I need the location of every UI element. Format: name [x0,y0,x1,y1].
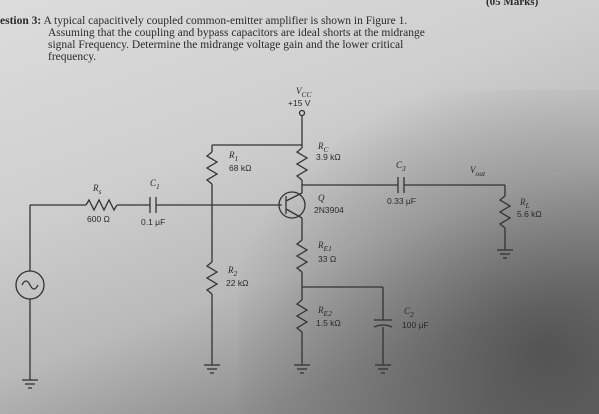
c2-name: C [404,306,411,316]
rs-sub: s [98,186,102,196]
question-line-2: Assuming that the coupling and bypass ca… [48,27,425,39]
resistor-re2 [295,299,309,333]
ground-re2 [294,364,310,374]
c1-label: C1 [150,178,160,191]
rc-label: RC [318,141,329,154]
rl-label: RL [520,197,530,210]
transistor-emitter [285,208,303,219]
vcc-sub: CC [301,89,312,99]
re2-label: RE2 [318,305,332,318]
ac-source-wave [21,280,39,290]
marks-label: (05 Marks) [486,0,539,8]
c3-value: 0.33 μF [387,196,416,206]
r1-sub: 1 [234,153,239,163]
ground-source [22,379,38,389]
vcc-name: V [296,86,302,96]
rl-value: 5.6 kΩ [517,209,542,219]
re2-name: R [318,305,324,315]
question-line-1-text: A typical capacitively coupled common-em… [43,15,408,27]
rs-name: R [93,183,99,193]
re1-name: R [318,240,324,250]
vout-name: V [470,165,476,175]
vcc-terminal [298,109,306,117]
question-line-4: frequency. [48,51,97,63]
resistor-r1 [205,151,219,185]
rl-sub: L [525,200,530,210]
rs-value: 600 Ω [87,214,110,224]
c2-value: 100 μF [402,320,429,330]
c1-name: C [150,178,157,188]
re1-value: 33 Ω [318,254,337,264]
question-line-3: signal Frequency. Determine the midrange… [48,39,404,51]
c2-sub: 2 [410,309,414,319]
c2-label: C2 [404,306,414,319]
rc-sub: C [323,144,329,154]
ground-rl [497,249,513,259]
resistor-rc [295,147,309,181]
ground-c2 [375,364,391,374]
r1-value: 68 kΩ [229,163,252,173]
resistor-rs [85,198,118,212]
resistor-r2 [205,261,219,295]
c1-sub: 1 [156,181,160,191]
question-text: estion 3: A typical capacitively coupled… [0,15,560,63]
r1-label: R1 [229,150,238,163]
q-label: Q [318,193,325,203]
r2-sub: 2 [233,268,238,278]
ground-r2 [204,364,220,374]
transistor-collector [285,192,303,202]
rc-value: 3.9 kΩ [316,152,341,162]
re1-label: RE1 [318,240,332,253]
transistor-q [278,191,306,219]
r2-name: R [228,265,234,275]
c1-value: 0.1 μF [141,217,166,227]
resistor-rl [498,195,512,229]
resistor-re1 [295,239,309,273]
capacitor-c2-plate-b [373,324,393,328]
re2-value: 1.5 kΩ [316,318,341,328]
vcc-label: VCC [296,86,312,99]
q-part: 2N3904 [314,205,344,215]
question-label: estion 3: [0,15,42,27]
rs-label: Rs [93,183,101,196]
vout-sub: out [475,168,486,178]
c3-label: C3 [396,160,406,173]
re2-sub: E2 [323,308,332,318]
c3-name: C [396,160,403,170]
r1-name: R [229,150,235,160]
rl-name: R [520,197,526,207]
r2-label: R2 [228,265,237,278]
vout-label: Vout [470,165,485,178]
rc-name: R [318,141,324,151]
re1-sub: E1 [323,243,332,253]
c3-sub: 3 [402,163,406,173]
question-line-1: estion 3: A typical capacitively coupled… [0,15,560,27]
r2-value: 22 kΩ [226,278,249,288]
vcc-value: +15 V [288,98,311,108]
